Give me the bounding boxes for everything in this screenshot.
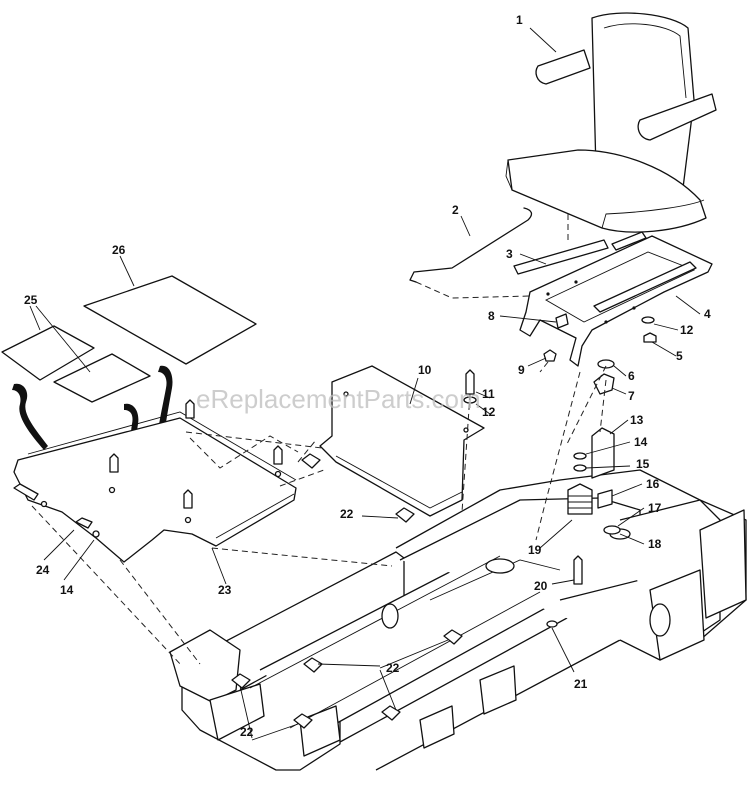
- seat-rod[interactable]: [409, 207, 533, 283]
- callout-12-upper: 12: [680, 323, 694, 337]
- callout-12-lower: 12: [482, 405, 496, 419]
- assembly-lines: [31, 214, 607, 667]
- floor-pan[interactable]: [13, 411, 297, 563]
- floor-mat-small-left[interactable]: [1, 325, 95, 381]
- shield-panel[interactable]: [319, 365, 485, 517]
- callout-2: 2: [452, 203, 459, 217]
- callout-23: 23: [218, 583, 232, 597]
- callout-16: 16: [646, 477, 660, 491]
- watermark: eReplacementParts.com: [196, 384, 481, 414]
- callout-14-lower: 14: [60, 583, 74, 597]
- seat-spring-assembly[interactable]: [546, 427, 621, 628]
- callout-5: 5: [676, 349, 683, 363]
- callout-21: 21: [574, 677, 588, 691]
- floor-pan-bolts[interactable]: [13, 399, 283, 538]
- main-frame[interactable]: [169, 469, 747, 771]
- callouts: 1 2 3 4 5 6 7 8 9 10 11 12 12 13 14 14 1…: [24, 13, 711, 739]
- callout-17: 17: [648, 501, 662, 515]
- callout-9: 9: [518, 363, 525, 377]
- callout-22-frame: 22: [386, 661, 400, 675]
- callout-25: 25: [24, 293, 38, 307]
- leader-lines: [29, 27, 701, 741]
- callout-4: 4: [704, 307, 711, 321]
- callout-13: 13: [630, 413, 644, 427]
- callout-1: 1: [516, 13, 523, 27]
- callout-18: 18: [648, 537, 662, 551]
- floor-mat-small-right[interactable]: [53, 353, 151, 403]
- callout-24: 24: [36, 563, 50, 577]
- callout-19: 19: [528, 543, 542, 557]
- callout-7: 7: [628, 389, 635, 403]
- callout-14-upper: 14: [634, 435, 648, 449]
- shield-hardware[interactable]: [301, 369, 477, 523]
- callout-22-front: 22: [240, 725, 254, 739]
- callout-6: 6: [628, 369, 635, 383]
- callout-15: 15: [636, 457, 650, 471]
- callout-26: 26: [112, 243, 126, 257]
- callout-20: 20: [534, 579, 548, 593]
- callout-10: 10: [418, 363, 432, 377]
- seat-mount-frame[interactable]: [519, 231, 713, 367]
- callout-3: 3: [506, 247, 513, 261]
- floor-mat-large[interactable]: [83, 275, 257, 365]
- callout-22-shield: 22: [340, 507, 354, 521]
- seat-slide-rail[interactable]: [513, 239, 609, 275]
- callout-8: 8: [488, 309, 495, 323]
- seat[interactable]: [505, 12, 717, 233]
- callout-11: 11: [482, 387, 495, 401]
- frame-clips[interactable]: [231, 629, 463, 729]
